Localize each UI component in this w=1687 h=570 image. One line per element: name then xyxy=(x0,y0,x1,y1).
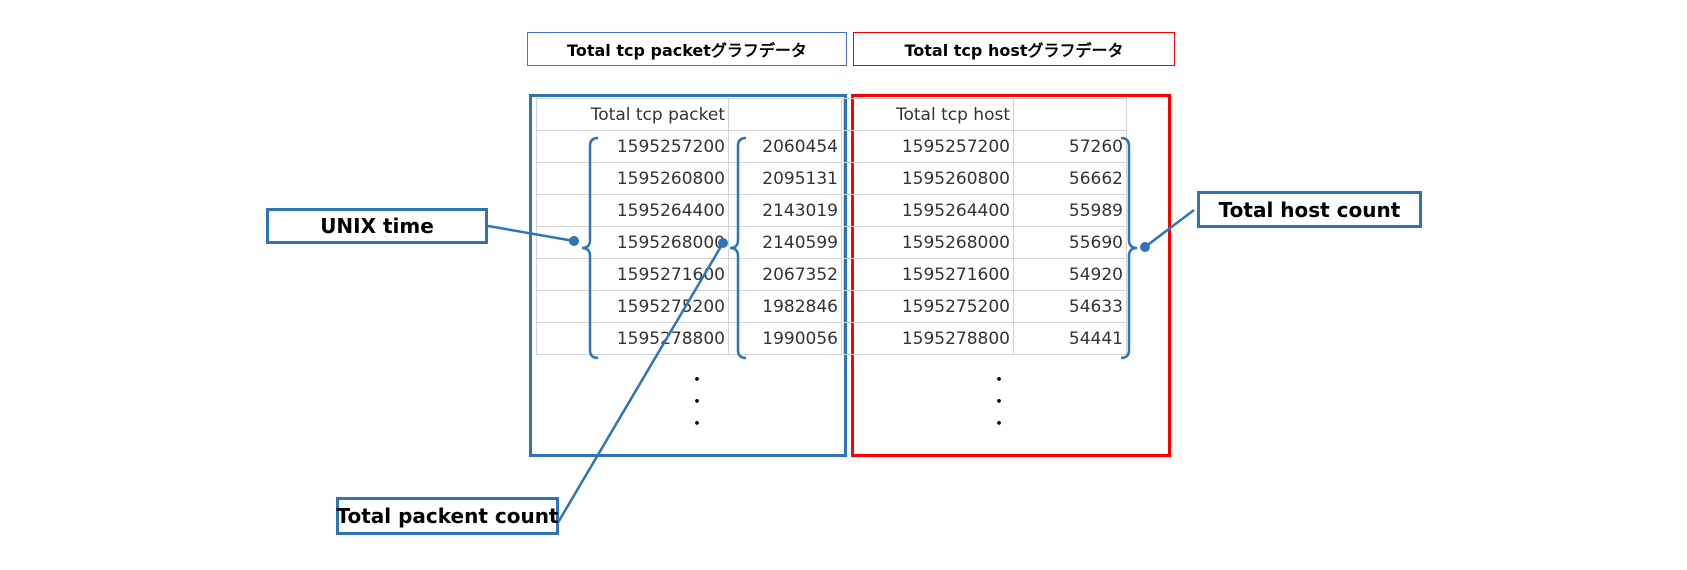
unix-time-cell: 1595260800 xyxy=(536,162,729,195)
table-header-row: Total tcp host xyxy=(843,98,1127,131)
host-count-callout-label: Total host count xyxy=(1218,197,1401,222)
table-empty-cell xyxy=(1013,98,1127,131)
packet-count-cell: 2140599 xyxy=(728,226,842,259)
unix-time-cell: 1595271600 xyxy=(843,258,1014,291)
table-title-cell: Total tcp host xyxy=(843,98,1014,131)
unix-time-callout: UNIX time xyxy=(266,208,488,244)
unix-time-callout-label: UNIX time xyxy=(320,214,434,238)
host-count-cell: 54441 xyxy=(1013,322,1127,355)
host-count-cell: 55989 xyxy=(1013,194,1127,227)
host-graph-data-header-label: Total tcp hostグラフデータ xyxy=(904,41,1124,60)
unix-time-cell: 1595264400 xyxy=(536,194,729,227)
packet-count-cell: 2143019 xyxy=(728,194,842,227)
host-graph-data-header: Total tcp hostグラフデータ xyxy=(853,32,1175,66)
host-count-cell: 55690 xyxy=(1013,226,1127,259)
unix-time-cell: 1595257200 xyxy=(843,130,1014,163)
host-count-connector xyxy=(1144,209,1195,248)
packet-count-cell: 1982846 xyxy=(728,290,842,323)
host-count-dot xyxy=(1140,242,1150,252)
unix-time-cell: 1595275200 xyxy=(536,290,729,323)
host-count-callout: Total host count xyxy=(1197,191,1422,228)
packet-count-callout-label: Total packent count xyxy=(336,504,559,528)
host-count-cell: 57260 xyxy=(1013,130,1127,163)
table-title-cell: Total tcp packet xyxy=(536,98,729,131)
packet-count-cell: 1990056 xyxy=(728,322,842,355)
unix-time-connector xyxy=(487,224,575,243)
packet-count-connector xyxy=(551,242,725,532)
packet-count-cell: 2060454 xyxy=(728,130,842,163)
host-count-cell: 56662 xyxy=(1013,162,1127,195)
packet-graph-data-header-label: Total tcp packetグラフデータ xyxy=(567,41,807,60)
unix-time-dot xyxy=(569,236,579,246)
packet-count-cell: 2067352 xyxy=(728,258,842,291)
unix-time-cell: 1595268000 xyxy=(536,226,729,259)
packet-graph-data-header: Total tcp packetグラフデータ xyxy=(527,32,847,66)
unix-time-cell: 1595278800 xyxy=(536,322,729,355)
unix-time-cell: 1595257200 xyxy=(536,130,729,163)
packet-count-dot xyxy=(718,238,728,248)
unix-time-cell: 1595278800 xyxy=(843,322,1014,355)
unix-time-cell: 1595260800 xyxy=(843,162,1014,195)
table-header-row: Total tcp packet xyxy=(536,98,842,131)
unix-time-cell: 1595268000 xyxy=(843,226,1014,259)
packet-count-callout: Total packent count xyxy=(336,497,559,535)
packet-count-brace xyxy=(729,136,747,360)
unix-time-brace xyxy=(581,136,599,360)
host-count-brace xyxy=(1120,136,1138,360)
